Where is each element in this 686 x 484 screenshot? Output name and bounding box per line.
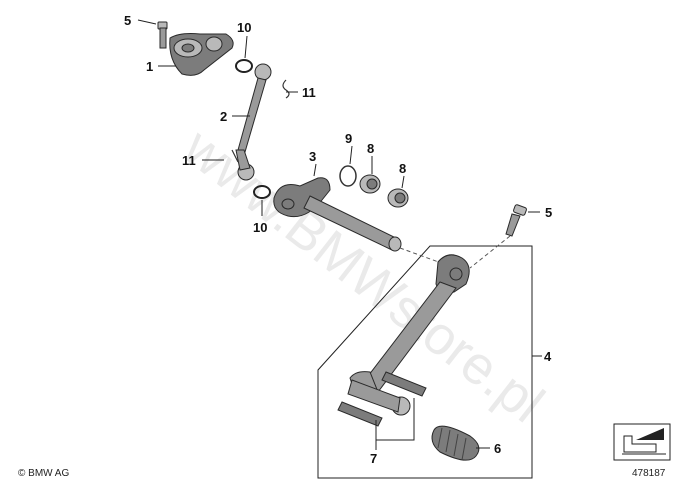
bolt-part-5-right — [505, 204, 527, 237]
callout-4: 4 — [544, 349, 552, 364]
bushing-part-8-a — [359, 174, 381, 194]
callout-3: 3 — [309, 149, 316, 164]
clip-part-11-top — [282, 79, 290, 99]
joint-head-part-1 — [169, 33, 234, 76]
bolt-part-5-top — [157, 21, 168, 49]
callout-8-a: 8 — [367, 141, 374, 156]
callout-5-right: 5 — [545, 205, 552, 220]
o-ring-part-9 — [339, 165, 357, 187]
assembly-outline-box — [317, 245, 533, 479]
clip-part-11-lower — [231, 149, 239, 163]
leader-lines — [137, 19, 542, 450]
callout-8-b: 8 — [399, 161, 406, 176]
direction-arrow-icon — [613, 423, 671, 461]
copyright-label: © BMW AG — [18, 468, 69, 479]
rubber-strip-part-7-a — [381, 371, 427, 397]
callout-9: 9 — [345, 131, 352, 146]
callout-11-top: 11 — [302, 85, 316, 100]
shaft-part-3 — [273, 177, 402, 252]
callout-5-top: 5 — [124, 13, 131, 28]
callout-10-lower: 10 — [253, 220, 267, 235]
shift-rod-part-2 — [235, 63, 272, 181]
rubber-strip-part-7-b — [337, 401, 383, 427]
foot-peg-rubber-part-6 — [431, 425, 480, 461]
washer-part-10-top — [235, 59, 253, 73]
gear-lever-part-4 — [347, 254, 470, 416]
callout-11-lower: 11 — [182, 153, 196, 168]
callout-10-top: 10 — [237, 20, 251, 35]
bushing-part-8-b — [387, 188, 409, 208]
washer-part-10-lower — [253, 185, 271, 199]
callout-2: 2 — [220, 109, 227, 124]
callout-1: 1 — [146, 59, 153, 74]
callout-7: 7 — [370, 451, 377, 466]
diagram-number: 478187 — [632, 468, 666, 479]
alignment-line — [399, 235, 511, 269]
callout-6: 6 — [494, 441, 501, 456]
